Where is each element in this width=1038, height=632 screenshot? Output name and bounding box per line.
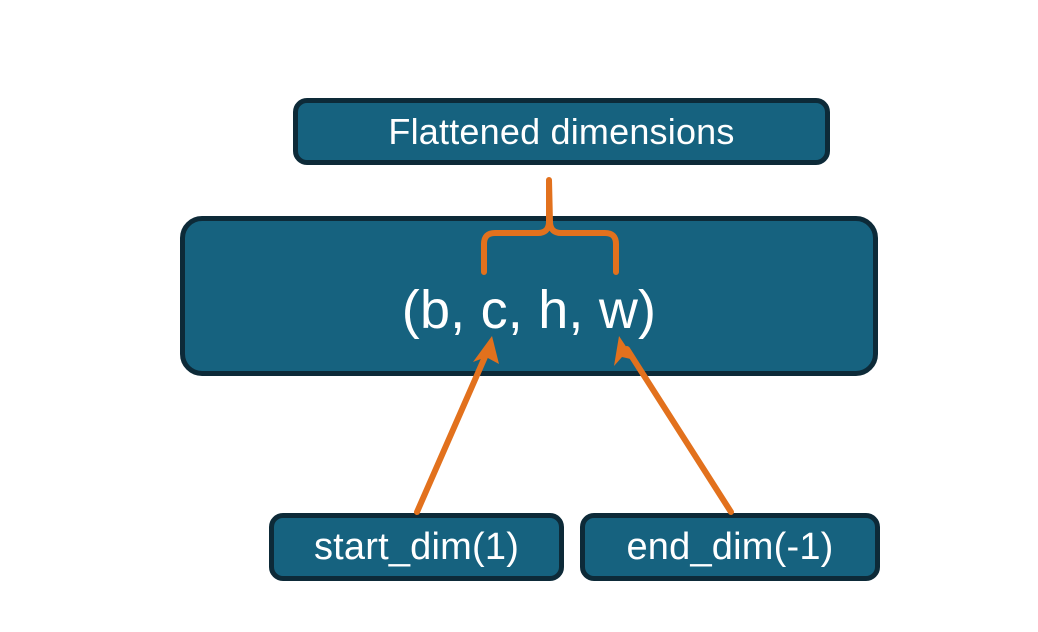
- node-tensor-shape[interactable]: (b, c, h, w): [180, 216, 878, 376]
- node-start-dim-label: start_dim(1): [313, 526, 520, 568]
- node-start-dim[interactable]: start_dim(1): [269, 513, 564, 581]
- node-tensor-shape-label: (b, c, h, w): [401, 280, 657, 340]
- node-flattened-dimensions[interactable]: Flattened dimensions: [293, 98, 830, 165]
- node-end-dim[interactable]: end_dim(-1): [580, 513, 880, 581]
- node-end-dim-label: end_dim(-1): [626, 526, 834, 568]
- node-flattened-dimensions-label: Flattened dimensions: [388, 110, 735, 152]
